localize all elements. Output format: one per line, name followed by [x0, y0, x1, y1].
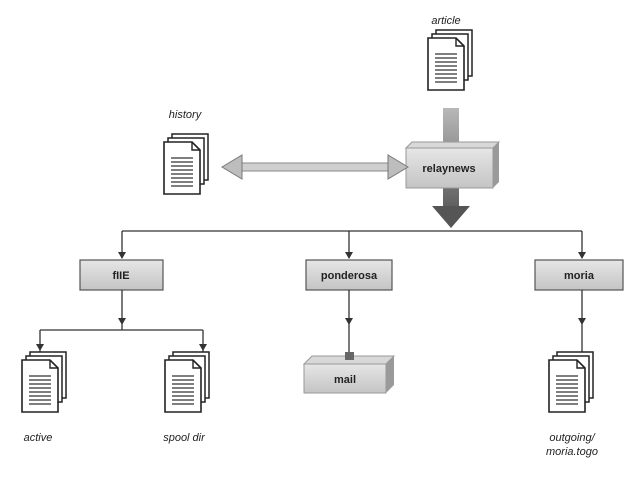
ponderosa-label: ponderosa — [321, 270, 378, 282]
moria-outgoing-line — [578, 290, 586, 352]
moria-label: moria — [564, 270, 595, 282]
outgoing-document-icon — [548, 351, 594, 413]
ponderosa-mail-line — [345, 290, 353, 358]
history-document-icon — [163, 133, 209, 195]
relaynews-label: relaynews — [422, 163, 475, 175]
outgoing-label-line2: moria.togo — [546, 446, 598, 458]
article-document-icon — [427, 29, 473, 91]
ponderosa-box: ponderosa — [305, 259, 393, 291]
history-relaynews-arrow — [221, 154, 409, 180]
relaynews-box: relaynews — [404, 141, 501, 189]
history-label: history — [169, 109, 203, 121]
distribution-arrowheads — [118, 252, 586, 259]
active-label: active — [24, 432, 53, 444]
active-document-icon — [21, 351, 67, 413]
moria-box: moria — [534, 259, 624, 291]
outgoing-label-line1: outgoing/ — [549, 432, 595, 444]
article-label: article — [431, 15, 460, 27]
spool-dir-document-icon — [164, 351, 210, 413]
mail-label: mail — [334, 374, 356, 386]
fie-box: fIIE — [79, 259, 164, 291]
distribution-lines — [121, 230, 583, 258]
mail-box: mail — [302, 352, 396, 394]
fie-branch-arrowheads — [36, 318, 207, 351]
fie-label: fIIE — [112, 270, 129, 282]
spool-dir-label: spool dir — [163, 432, 206, 444]
